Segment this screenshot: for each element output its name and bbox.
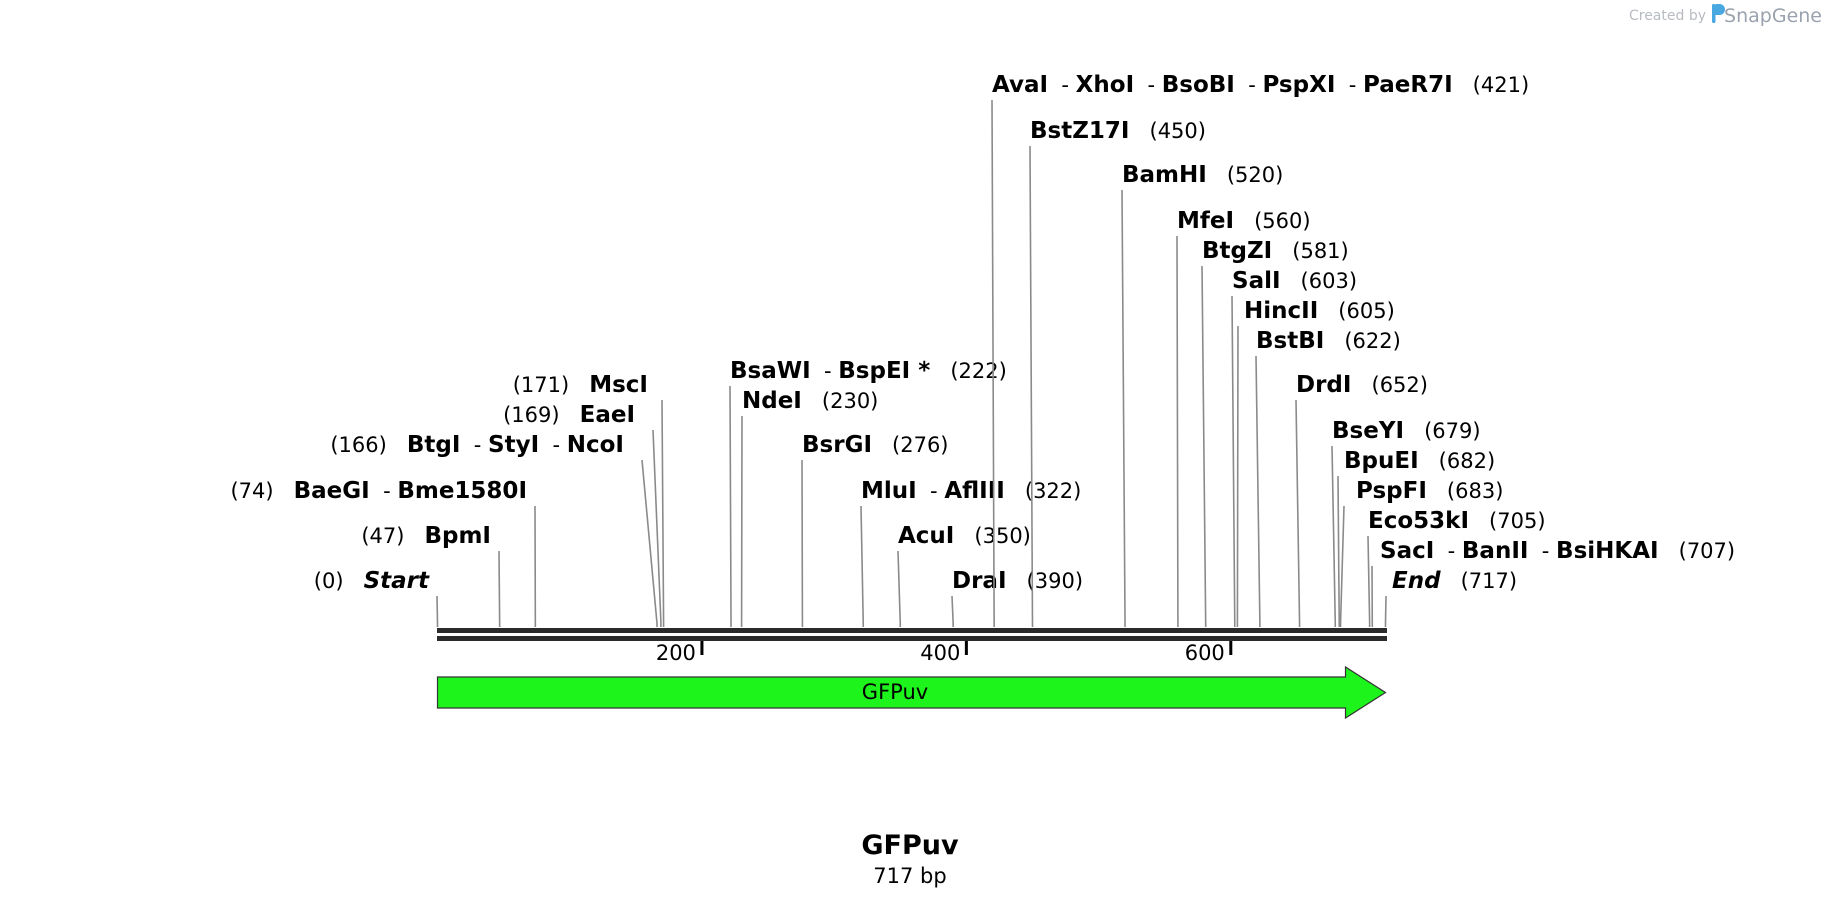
site-bsawi-bspei[interactable]: BsaWI - BspEI * (222) [729, 358, 1007, 627]
site-connector-line [1331, 445, 1337, 627]
site-label: BamHI (520) [1122, 162, 1283, 188]
site-connector-line [498, 550, 501, 627]
site-btgi-styi-ncoi[interactable]: (166) BtgI - StyI - NcoI [330, 432, 658, 627]
site-connector-line [1231, 295, 1236, 627]
site-connector-line [991, 99, 995, 627]
site-connector-line [951, 595, 954, 627]
site-bstbi[interactable]: BstBI (622) [1255, 328, 1401, 627]
site-label: BstZ17I (450) [1030, 118, 1206, 144]
site-start[interactable]: (0) Start [314, 568, 439, 627]
site-connector-line [1339, 505, 1345, 627]
site-label: SalI (603) [1232, 268, 1357, 294]
site-drai[interactable]: DraI (390) [951, 568, 1083, 627]
site-connector-line [1236, 325, 1239, 627]
site-connector-line [860, 505, 865, 627]
site-connector-line [1295, 399, 1301, 627]
site-bamhi[interactable]: BamHI (520) [1121, 162, 1283, 627]
feature-arrow[interactable] [436, 665, 1387, 720]
snapgene-credit: Created by SnapGene [1629, 4, 1822, 27]
ruler: 200 400 600 [656, 641, 1233, 665]
site-connector-line [652, 429, 662, 627]
site-label: BseYI (679) [1332, 418, 1481, 444]
site-connector-line [1384, 595, 1387, 627]
site-connector-line [1255, 355, 1261, 627]
ruler-tick [1229, 641, 1233, 655]
site-connector-line [729, 385, 732, 627]
site-label: HincII (605) [1244, 298, 1395, 324]
snapgene-logo-icon [1712, 4, 1726, 23]
site-label: MluI - AflIII (322) [861, 478, 1081, 504]
site-eco53ki[interactable]: Eco53kI (705) [1367, 508, 1546, 627]
site-connector-line [1337, 475, 1341, 627]
site-label: BsrGI (276) [802, 432, 949, 458]
site-label: BstBI (622) [1256, 328, 1401, 354]
site-connector-line [661, 399, 665, 627]
site-bstz17i[interactable]: BstZ17I (450) [1029, 118, 1206, 627]
site-mlui-afliii[interactable]: MluI - AflIII (322) [860, 478, 1081, 627]
site-sali[interactable]: SalI (603) [1231, 268, 1357, 627]
site-label: BsaWI - BspEI * (222) [730, 358, 1007, 384]
site-btgzi[interactable]: BtgZI (581) [1201, 238, 1349, 627]
site-connector-line [1201, 265, 1207, 627]
site-ndei[interactable]: NdeI (230) [740, 388, 879, 627]
site-label: PspFI (683) [1356, 478, 1503, 504]
site-hincii[interactable]: HincII (605) [1236, 298, 1395, 627]
ruler-tick-label: 400 [920, 641, 960, 665]
backbone-bottom-strand [437, 636, 1387, 641]
site-pspfi[interactable]: PspFI (683) [1339, 478, 1504, 627]
ruler-tick-label: 600 [1185, 641, 1225, 665]
site-label: BtgZI (581) [1202, 238, 1349, 264]
site-label: Eco53kI (705) [1368, 508, 1546, 534]
site-label: (74) BaeGI - Bme1580I [230, 478, 527, 504]
site-label: (166) BtgI - StyI - NcoI [330, 432, 624, 458]
site-label: DrdI (652) [1296, 372, 1428, 398]
ruler-tick [964, 641, 968, 655]
site-connector-line [1029, 145, 1034, 627]
site-acui[interactable]: AcuI (350) [897, 523, 1031, 627]
site-eaei[interactable]: (169) EaeI [503, 402, 662, 627]
site-label: End (717) [1392, 568, 1517, 594]
ruler-tick-label: 200 [656, 641, 696, 665]
site-drdi[interactable]: DrdI (652) [1295, 372, 1428, 627]
site-saci-banii-bsihkai[interactable]: SacI - BanII - BsiHKAI (707) [1371, 538, 1735, 627]
backbone-top-strand [437, 628, 1387, 633]
site-label: MfeI (560) [1177, 208, 1311, 234]
sequence-name: GFPuv [861, 830, 959, 861]
site-connector-line [641, 459, 658, 627]
site-connector-line [1121, 189, 1126, 627]
site-label: DraI (390) [952, 568, 1083, 594]
site-bseyi[interactable]: BseYI (679) [1331, 418, 1481, 627]
site-label: AvaI - XhoI - BsoBI - PspXI - PaeR7I (42… [992, 72, 1529, 98]
site-end[interactable]: End (717) [1384, 568, 1518, 627]
site-label: (47) BpmI [361, 523, 491, 549]
credit-brand: SnapGene [1724, 5, 1822, 27]
restriction-sites: (0) Start (47) BpmI (74) BaeGI - Bme1580I (… [230, 72, 1735, 627]
ruler-tick [700, 641, 704, 655]
site-label: SacI - BanII - BsiHKAI (707) [1380, 538, 1735, 564]
site-avai-xhoi-bsobi-pspxi-paer7i[interactable]: AvaI - XhoI - BsoBI - PspXI - PaeR7I (42… [991, 72, 1529, 627]
site-connector-line [1367, 535, 1371, 627]
site-bpmi[interactable]: (47) BpmI [361, 523, 501, 627]
credit-text: Created by [1629, 8, 1706, 24]
site-label: (169) EaeI [503, 402, 635, 428]
site-label: AcuI (350) [898, 523, 1031, 549]
sequence-backbone [437, 628, 1387, 641]
site-label: (171) MscI [513, 372, 648, 398]
site-label: (0) Start [314, 568, 430, 594]
map-title: GFPuv 717 bp [861, 830, 959, 888]
site-msci[interactable]: (171) MscI [513, 372, 665, 627]
feature-label: GFPuv [862, 680, 928, 704]
site-bsrgi[interactable]: BsrGI (276) [801, 432, 949, 627]
site-label: NdeI (230) [742, 388, 878, 414]
feature-gfpuv[interactable]: GFPuv [436, 665, 1387, 720]
site-mfei[interactable]: MfeI (560) [1176, 208, 1311, 627]
site-connector-line [897, 550, 902, 627]
site-connector-line [436, 595, 439, 627]
sequence-length: 717 bp [873, 864, 946, 888]
site-baegi-bme1580i[interactable]: (74) BaeGI - Bme1580I [230, 478, 537, 627]
site-label: BpuEI (682) [1344, 448, 1495, 474]
site-bpuei[interactable]: BpuEI (682) [1337, 448, 1495, 627]
site-connector-line [1176, 235, 1179, 627]
